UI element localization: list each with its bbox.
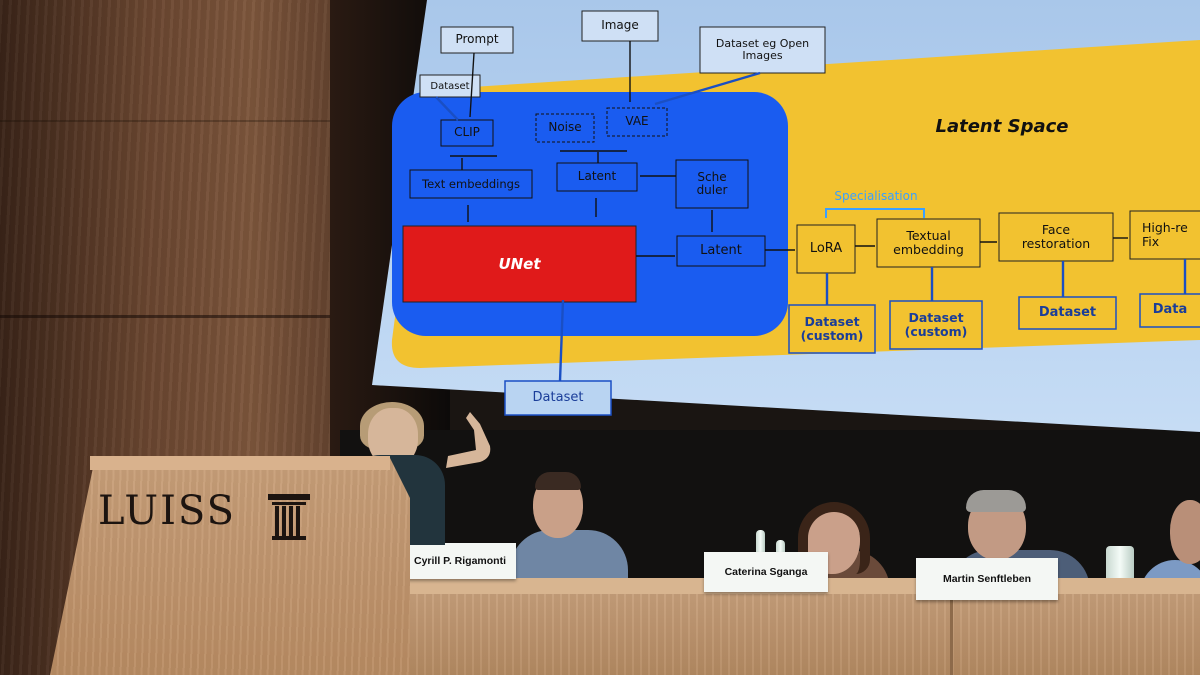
text-embeddings-box — [409, 169, 533, 199]
textual-embedding-label: Textual embedding — [877, 219, 980, 267]
podium-top — [90, 456, 390, 470]
image-box — [581, 10, 659, 42]
latent-space-title: Latent Space — [935, 116, 1069, 138]
hires-fix-box — [1129, 210, 1200, 260]
textual-line2: embedding — [893, 242, 964, 257]
dataset-hires-box — [1139, 293, 1200, 328]
dataset-custom1-line1: Dataset — [804, 314, 860, 330]
face-line2: restoration — [1021, 236, 1091, 251]
dataset-custom1-box — [788, 304, 876, 354]
dataset-custom2-line2: (custom) — [904, 324, 968, 339]
column-logo-icon — [268, 494, 310, 540]
table-divider — [950, 600, 953, 675]
scheduler-line1: Sche — [697, 169, 727, 184]
text-embeddings-label: Text embeddings — [422, 176, 520, 191]
panelist-hair — [798, 502, 870, 574]
water-bottle — [756, 530, 765, 556]
image-label: Image — [601, 18, 639, 33]
dataset-links — [435, 71, 1187, 382]
nameplate-senftleben: Martin Senftleben — [916, 558, 1058, 600]
dataset-unet-label: Dataset — [532, 389, 584, 405]
textual-embedding-box — [876, 218, 981, 268]
face-restoration-box — [998, 212, 1114, 262]
dataset-small-label: Dataset — [430, 80, 470, 92]
wall-seam — [0, 315, 420, 318]
face-restoration-label: Face restoration — [999, 213, 1113, 261]
unet-block — [402, 225, 637, 303]
latent-right-box — [676, 235, 766, 267]
dataset-custom2-label: Dataset (custom) — [890, 301, 982, 349]
clip-box — [440, 119, 494, 147]
face-line1: Face — [1041, 222, 1071, 238]
latent-top-box — [556, 162, 638, 192]
nameplate-sganga: Caterina Sganga — [704, 552, 828, 592]
prompt-label: Prompt — [455, 32, 499, 47]
panelist-hair — [535, 472, 581, 490]
podium — [50, 458, 410, 675]
specialisation-bracket — [825, 208, 925, 218]
prompt-box — [440, 26, 514, 54]
dataset-unet-box — [504, 380, 612, 416]
scheduler-label: Sche duler — [676, 160, 748, 208]
scheduler-line2: duler — [696, 183, 728, 197]
nameplate-rigamonti: Cyrill P. Rigamonti — [404, 543, 516, 579]
textual-line1: Textual — [906, 228, 951, 244]
vae-box — [606, 107, 668, 137]
water-bottle — [776, 540, 785, 558]
hires-fix-label: High-re Fix — [1130, 211, 1200, 259]
clip-label: CLIP — [454, 125, 480, 140]
wall-seam — [0, 120, 420, 122]
scheduler-box — [675, 159, 749, 209]
panelist-hair — [966, 490, 1026, 512]
dataset-open-box — [699, 26, 826, 74]
dataset-custom2-box — [889, 300, 983, 350]
dataset-face-label: Dataset — [1038, 304, 1097, 320]
noise-box — [535, 113, 595, 143]
specialisation-label: Specialisation — [834, 189, 918, 204]
lora-label: LoRA — [809, 240, 843, 256]
latent-right-label: Latent — [700, 242, 742, 258]
hires-line2: Fix — [1142, 234, 1160, 249]
dataset-custom2-line1: Dataset — [908, 310, 964, 326]
dataset-custom1-line2: (custom) — [800, 328, 864, 343]
unet-label: UNet — [498, 254, 541, 273]
vae-label: VAE — [625, 114, 649, 129]
dataset-face-box — [1018, 296, 1117, 330]
presenter-raised-arm — [446, 412, 491, 468]
dataset-custom1-label: Dataset (custom) — [789, 305, 875, 353]
dataset-open-label: Dataset eg Open Images — [715, 36, 810, 62]
dataset-hires-label: Data — [1152, 302, 1188, 318]
luiss-logo-text: LUISS — [98, 488, 236, 534]
hires-line1: High-re — [1142, 220, 1188, 236]
panelist-head — [1170, 500, 1200, 564]
noise-label: Noise — [548, 120, 582, 135]
latent-top-label: Latent — [577, 169, 617, 184]
flow-arrows — [450, 41, 1128, 257]
dataset-small-box — [419, 74, 481, 98]
